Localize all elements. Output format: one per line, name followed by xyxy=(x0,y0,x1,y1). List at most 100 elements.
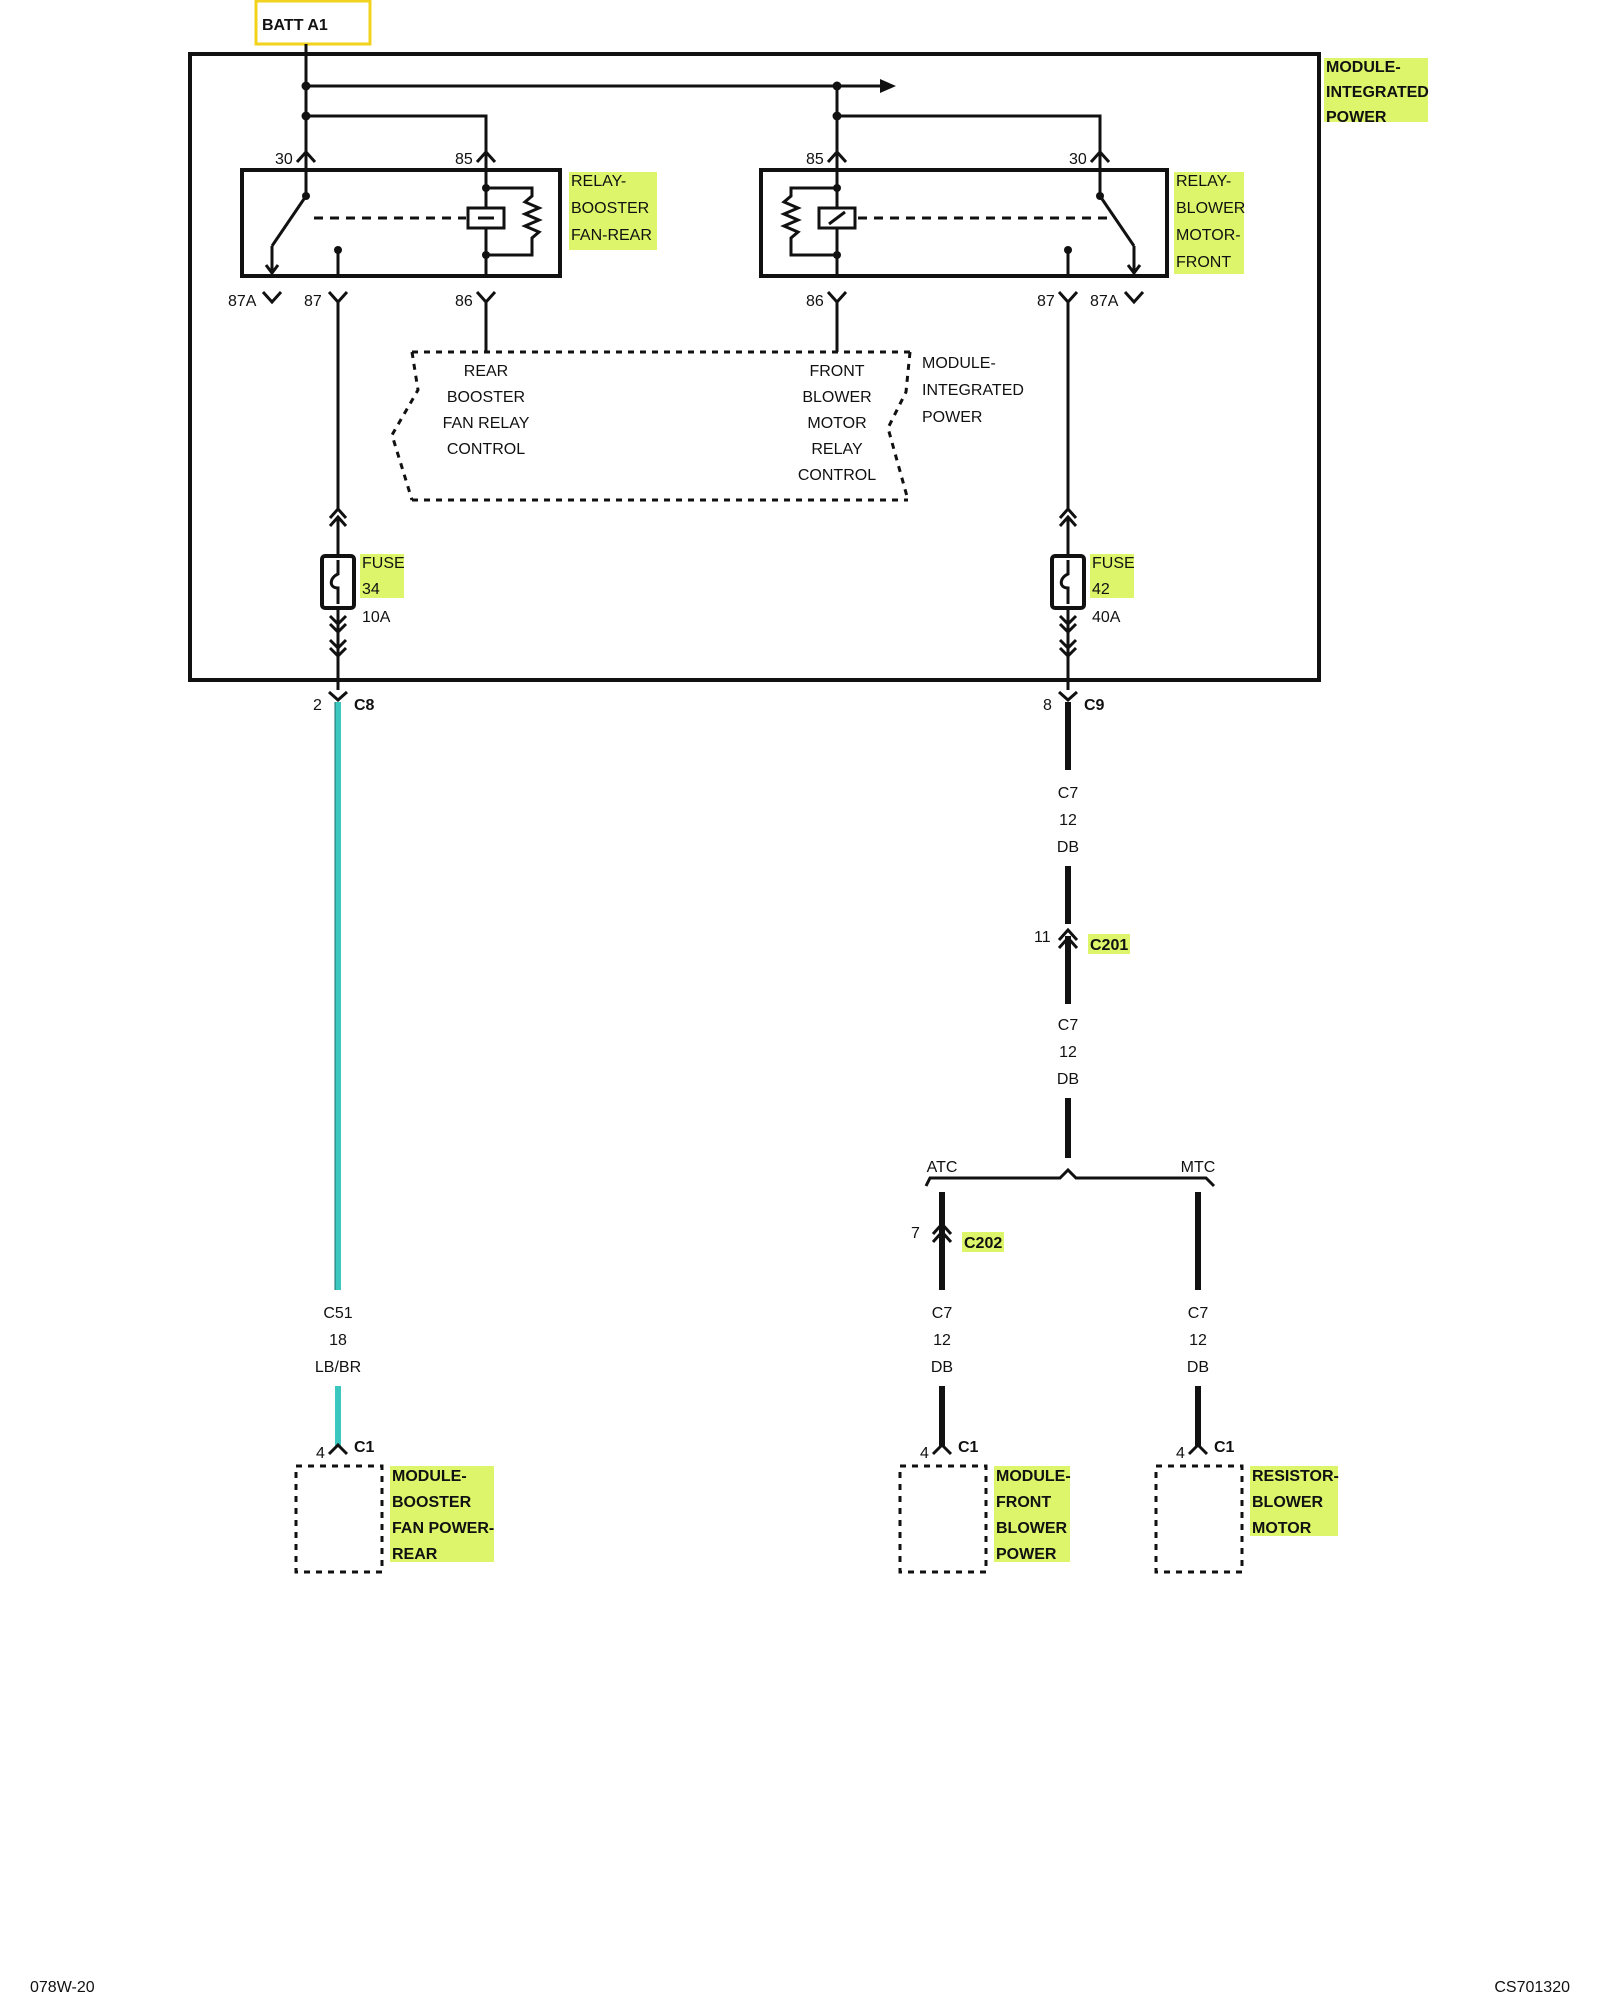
c1-terminal xyxy=(1187,1442,1209,1456)
fuse42-label-highlight xyxy=(1090,554,1134,598)
batt-source-box xyxy=(254,0,372,46)
c201-terminal xyxy=(1057,927,1079,942)
fuse-terminal xyxy=(1058,614,1078,627)
fuse-terminal xyxy=(1058,646,1078,659)
mtc-wire-circuit: C7 xyxy=(1188,1305,1209,1322)
rear-pin-86-label: 86 xyxy=(455,293,473,310)
front-relay-label-2: BLOWER xyxy=(1176,200,1245,217)
rear-relay-box xyxy=(240,168,562,278)
ipm-label-3: POWER xyxy=(1326,109,1387,126)
c1-terminal xyxy=(327,1442,349,1456)
front-control-2: BLOWER xyxy=(802,389,871,406)
ipm-inner-label-2: INTEGRATED xyxy=(922,382,1024,399)
c1-front-name: C1 xyxy=(958,1439,979,1456)
rear-pin-85-label: 85 xyxy=(455,151,473,168)
rear-pin-87-label: 87 xyxy=(304,293,322,310)
rear-control-2: BOOSTER xyxy=(447,389,525,406)
c9-terminal xyxy=(1058,690,1078,703)
rear-control-3: FAN RELAY xyxy=(443,415,530,432)
rear-pin-30-label: 30 xyxy=(275,151,293,168)
c8-name: C8 xyxy=(354,697,375,714)
c1-rear-pin: 4 xyxy=(316,1445,325,1462)
front-pin-87-label: 87 xyxy=(1037,293,1055,310)
rear-wire-gauge: 18 xyxy=(329,1332,347,1349)
atc-wire-gauge: 12 xyxy=(933,1332,951,1349)
front-blower-module-box xyxy=(898,1464,988,1574)
mtc-wire-gauge: 12 xyxy=(1189,1332,1207,1349)
pin-87-terminal xyxy=(1057,290,1079,305)
rear-pin-87a-label: 87A xyxy=(228,293,257,310)
front-control-3: MOTOR xyxy=(807,415,866,432)
front-module-label-4: POWER xyxy=(996,1546,1057,1563)
booster-module-box xyxy=(294,1464,384,1574)
fuse-terminal xyxy=(328,506,348,519)
front-relay-label-4: FRONT xyxy=(1176,254,1231,271)
ipm-inner-label-1: MODULE- xyxy=(922,355,996,372)
front-pin-85-label: 85 xyxy=(806,151,824,168)
c1-front-pin: 4 xyxy=(920,1445,929,1462)
front-pin-86-label: 86 xyxy=(806,293,824,310)
coil-mark xyxy=(828,210,846,226)
fuse-terminal xyxy=(1058,638,1078,651)
rear-relay-label-highlight xyxy=(569,172,657,250)
c9-pin: 8 xyxy=(1043,697,1052,714)
c201-name: C201 xyxy=(1090,937,1128,954)
fuse34-label: FUSE xyxy=(362,555,405,572)
c1-rear-name: C1 xyxy=(354,1439,375,1456)
rear-wire-circuit: C51 xyxy=(323,1305,352,1322)
fuse-terminal xyxy=(328,622,348,635)
c9-wire-color: DB xyxy=(1057,839,1079,856)
switch-blade xyxy=(1098,195,1136,247)
fuse-terminal xyxy=(1058,506,1078,519)
ipm-module-box xyxy=(188,52,1321,682)
pin-86-terminal xyxy=(475,290,497,305)
booster-module-label-3: FAN POWER- xyxy=(392,1520,494,1537)
front-control-5: CONTROL xyxy=(798,467,876,484)
front-module-label-3: BLOWER xyxy=(996,1520,1068,1537)
branch-atc: ATC xyxy=(927,1159,958,1176)
fuse34-number: 34 xyxy=(362,581,380,598)
pin-87-terminal xyxy=(327,290,349,305)
front-pin-87a-label: 87A xyxy=(1090,293,1119,310)
rear-relay-85-feed xyxy=(306,114,488,152)
front-control-1: FRONT xyxy=(809,363,864,380)
fuse-terminal xyxy=(1058,622,1078,635)
c201-wire-color: DB xyxy=(1057,1071,1079,1088)
ipm-control-border xyxy=(390,351,420,501)
ipm-label-2: INTEGRATED xyxy=(1326,84,1429,101)
fuse34-label-highlight xyxy=(360,554,404,598)
resistor-label-1: RESISTOR- xyxy=(1252,1468,1339,1485)
atc-wire-color: DB xyxy=(931,1359,953,1376)
rear-control-4: CONTROL xyxy=(447,441,525,458)
c8-terminal xyxy=(328,690,348,703)
suppression-resistor xyxy=(486,186,543,257)
booster-module-label-1: MODULE- xyxy=(392,1468,467,1485)
booster-module-label-4: REAR xyxy=(392,1546,438,1563)
c201-highlight xyxy=(1088,934,1130,954)
arrow-87a xyxy=(264,264,280,276)
fuse-terminal xyxy=(328,638,348,651)
switch-blade xyxy=(270,195,308,247)
c202-terminal xyxy=(931,1221,953,1236)
front-relay-box xyxy=(759,168,1169,278)
booster-module-label-2: BOOSTER xyxy=(392,1494,472,1511)
rear-relay-label-2: BOOSTER xyxy=(571,200,649,217)
suppression-resistor xyxy=(780,186,837,257)
c201-pin: 11 xyxy=(1034,929,1051,946)
footer-left: 078W-20 xyxy=(30,1979,95,1996)
ipm-label-highlight xyxy=(1324,58,1428,122)
c9-wire-gauge: 12 xyxy=(1059,812,1077,829)
fuse-element xyxy=(329,560,340,604)
branch-mtc: MTC xyxy=(1181,1159,1216,1176)
bus-continuation-arrow xyxy=(880,79,896,93)
mtc-wire-color: DB xyxy=(1187,1359,1209,1376)
c201-wire-circuit: C7 xyxy=(1058,1017,1079,1034)
rear-wire-color: LB/BR xyxy=(315,1359,361,1376)
c202-name: C202 xyxy=(964,1235,1002,1252)
resistor-label-2: BLOWER xyxy=(1252,1494,1324,1511)
atc-wire-circuit: C7 xyxy=(932,1305,953,1322)
fuse42-number: 42 xyxy=(1092,581,1110,598)
rear-control-1: REAR xyxy=(464,363,508,380)
fuse-terminal xyxy=(328,614,348,627)
c9-name: C9 xyxy=(1084,697,1105,714)
